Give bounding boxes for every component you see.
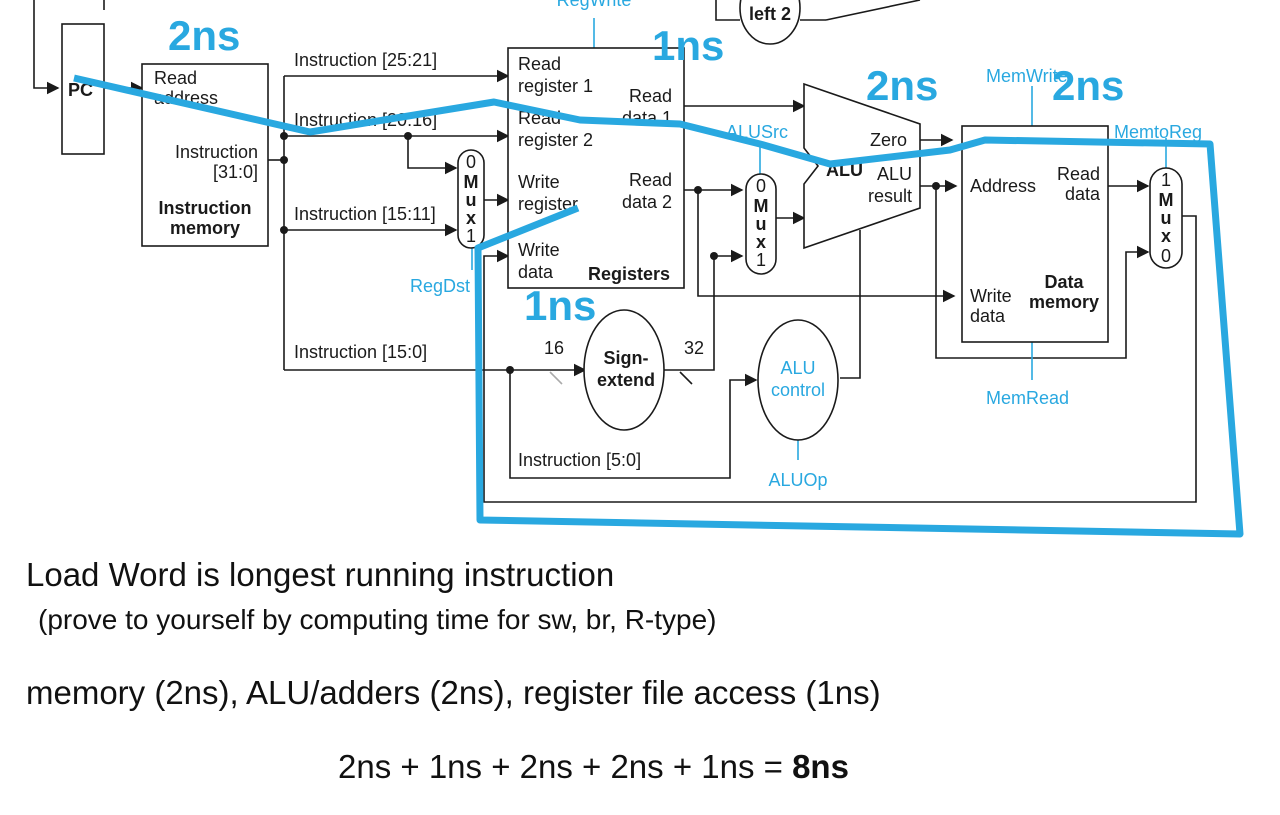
svg-text:2ns: 2ns [866,62,938,109]
svg-text:register 1: register 1 [518,76,593,96]
svg-text:M: M [464,172,479,192]
timing-labels: 2ns 1ns 2ns 2ns 1ns [168,12,1124,329]
timing-equation: 2ns + 1ns + 2ns + 2ns + 1ns = 8ns [338,748,849,786]
mux-alusrc: 0 M u x 1 [745,173,777,275]
svg-text:Instruction: Instruction [159,198,252,218]
alu-control: ALU control [757,319,839,441]
conclusion-line: Load Word is longest running instruction [26,556,615,593]
instruction-memory: Read address Instruction [31:0] Instruct… [141,63,269,247]
svg-text:0: 0 [466,152,476,172]
data-memory: Address Read data Write data Data memory [961,125,1109,343]
svg-text:Read: Read [629,86,672,106]
datapath-diagram: PC Read address Instruction [31:0] Instr… [33,0,1244,538]
svg-text:ALU: ALU [877,164,912,184]
svg-text:register 2: register 2 [518,130,593,150]
critical-path [73,74,1244,538]
svg-text:Instruction: Instruction [175,142,258,162]
svg-text:0: 0 [1161,246,1171,266]
svg-text:u: u [756,214,767,234]
svg-text:Address: Address [970,176,1036,196]
svg-text:1: 1 [466,226,476,246]
svg-text:x: x [756,232,766,252]
svg-text:Instruction [25:21]: Instruction [25:21] [294,50,437,70]
svg-text:Write: Write [518,172,560,192]
svg-text:2ns: 2ns [168,12,240,59]
svg-text:Data: Data [1044,272,1084,292]
svg-text:M: M [1159,190,1174,210]
svg-text:32: 32 [684,338,704,358]
svg-text:memory: memory [1029,292,1099,312]
svg-text:RegDst: RegDst [410,276,470,296]
svg-text:data 2: data 2 [622,192,672,212]
svg-text:PC: PC [68,80,93,100]
svg-text:memory: memory [170,218,240,238]
svg-text:1ns: 1ns [524,282,596,329]
svg-text:extend: extend [597,370,655,390]
svg-text:result: result [868,186,912,206]
sign-extend: Sign- extend 16 32 [544,309,704,431]
svg-text:Instruction [5:0]: Instruction [5:0] [518,450,641,470]
svg-text:Read: Read [629,170,672,190]
svg-text:Write: Write [518,240,560,260]
mux-memtoreg: 1 M u x 0 [1149,167,1183,269]
svg-text:Instruction [15:11]: Instruction [15:11] [294,204,436,224]
svg-text:ALU: ALU [780,358,815,378]
svg-text:ALUOp: ALUOp [768,470,827,490]
svg-text:RegWrite: RegWrite [557,0,632,10]
equation-result: 8ns [792,748,849,785]
svg-text:u: u [1161,208,1172,228]
svg-text:u: u [466,190,477,210]
component-timings: memory (2ns), ALU/adders (2ns), register… [26,674,881,711]
svg-text:2ns: 2ns [1052,62,1124,109]
svg-text:register: register [518,194,578,214]
svg-text:MemRead: MemRead [986,388,1069,408]
svg-text:Registers: Registers [588,264,670,284]
control-lines [471,18,1167,460]
svg-text:left 2: left 2 [749,4,791,24]
svg-text:[31:0]: [31:0] [213,162,258,182]
wires [33,0,1197,503]
svg-text:MemWrite: MemWrite [986,66,1068,86]
mux-regdst: 0 M u x 1 [457,149,485,249]
svg-text:1: 1 [756,250,766,270]
register-file: Read register 1 Read register 2 Write re… [507,47,685,289]
svg-text:Sign-: Sign- [604,348,649,368]
svg-text:x: x [466,208,476,228]
alu: Zero ALU ALU result [803,82,921,250]
svg-text:1: 1 [1161,170,1171,190]
shift-left-2: left 2 [739,0,801,45]
svg-text:data: data [518,262,554,282]
svg-text:16: 16 [544,338,564,358]
svg-text:Read: Read [1057,164,1100,184]
svg-text:x: x [1161,226,1171,246]
svg-text:control: control [771,380,825,400]
svg-text:M: M [754,196,769,216]
junction-dots [280,132,940,374]
svg-text:MemtoReg: MemtoReg [1114,122,1202,142]
svg-text:data: data [970,306,1006,326]
svg-text:data: data [1065,184,1101,204]
svg-text:Read: Read [518,54,561,74]
pc-register: PC [61,23,105,155]
svg-text:Zero: Zero [870,130,907,150]
control-signal-labels: RegWrite MemWrite ALUSrc MemtoReg RegDst… [410,0,1202,490]
svg-text:Instruction [15:0]: Instruction [15:0] [294,342,427,362]
svg-text:1ns: 1ns [652,22,724,69]
svg-text:0: 0 [756,176,766,196]
equation-terms: 2ns + 1ns + 2ns + 2ns + 1ns = [338,748,793,785]
hint-line: (prove to yourself by computing time for… [38,604,717,635]
svg-text:Write: Write [970,286,1012,306]
svg-text:Read: Read [154,68,197,88]
